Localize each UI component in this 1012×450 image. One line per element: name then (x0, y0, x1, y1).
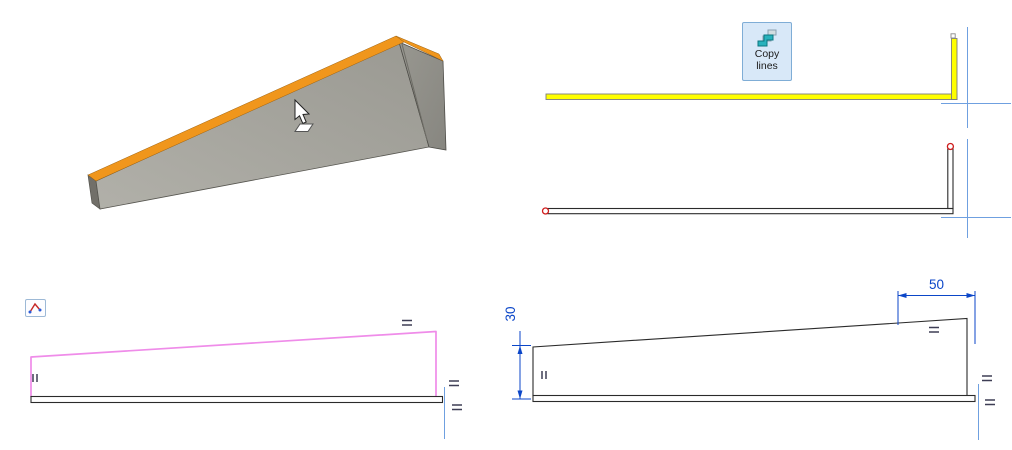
equal-constraint-icon[interactable] (929, 326, 939, 333)
profile-outline[interactable] (532, 317, 968, 397)
equal-constraint-icon[interactable] (452, 404, 462, 411)
equal-constraint-icon[interactable] (402, 319, 412, 326)
profile-base-line[interactable] (547, 207, 954, 215)
part-web-face[interactable] (95, 41, 430, 210)
parallel-constraint-icon[interactable] (541, 371, 547, 379)
sketch-view-profile (541, 139, 1011, 238)
highlighted-line-vertical[interactable] (951, 38, 958, 100)
profile-base-line[interactable] (30, 395, 444, 404)
part-flange-edge-highlight[interactable] (395, 35, 444, 62)
copy-lines-label-line1: Copy (754, 48, 780, 60)
face-select-badge-icon (294, 123, 314, 132)
dimension-value-50[interactable]: 50 (928, 277, 945, 292)
sketch-view-highlighted (545, 27, 1011, 128)
dimension-value-30[interactable]: 30 (503, 306, 518, 322)
dimension-50[interactable] (897, 291, 976, 344)
equal-constraint-icon[interactable] (982, 375, 992, 382)
equal-constraint-icon[interactable] (449, 380, 459, 387)
parallel-constraint-icon[interactable] (32, 374, 38, 382)
part-flange-face[interactable] (398, 41, 447, 151)
selected-profile-lines[interactable] (30, 330, 437, 398)
sketch-view-dimensioned (512, 291, 995, 440)
copy-lines-icon (757, 29, 777, 47)
part-bend-edge (401, 43, 428, 141)
copy-lines-button[interactable]: Copy lines (742, 22, 792, 81)
sketch-tool-button[interactable] (25, 299, 46, 317)
profile-base-line[interactable] (532, 394, 976, 403)
arrow-cursor-icon (294, 98, 311, 125)
sketch-view-selected (30, 319, 462, 439)
endpoint-circle-icon[interactable] (541, 207, 550, 215)
line-tool-icon (28, 302, 42, 314)
equal-constraint-icon[interactable] (985, 399, 995, 406)
dimension-30[interactable] (512, 331, 531, 400)
view-3d-part[interactable] (87, 35, 447, 210)
profile-flange-line[interactable] (947, 148, 954, 210)
mouse-cursor (294, 98, 314, 132)
endpoint-handle[interactable] (950, 33, 956, 39)
highlighted-line-horizontal[interactable] (545, 93, 958, 100)
copy-lines-label-line2: lines (756, 59, 778, 72)
endpoint-circle-icon[interactable] (946, 142, 955, 151)
